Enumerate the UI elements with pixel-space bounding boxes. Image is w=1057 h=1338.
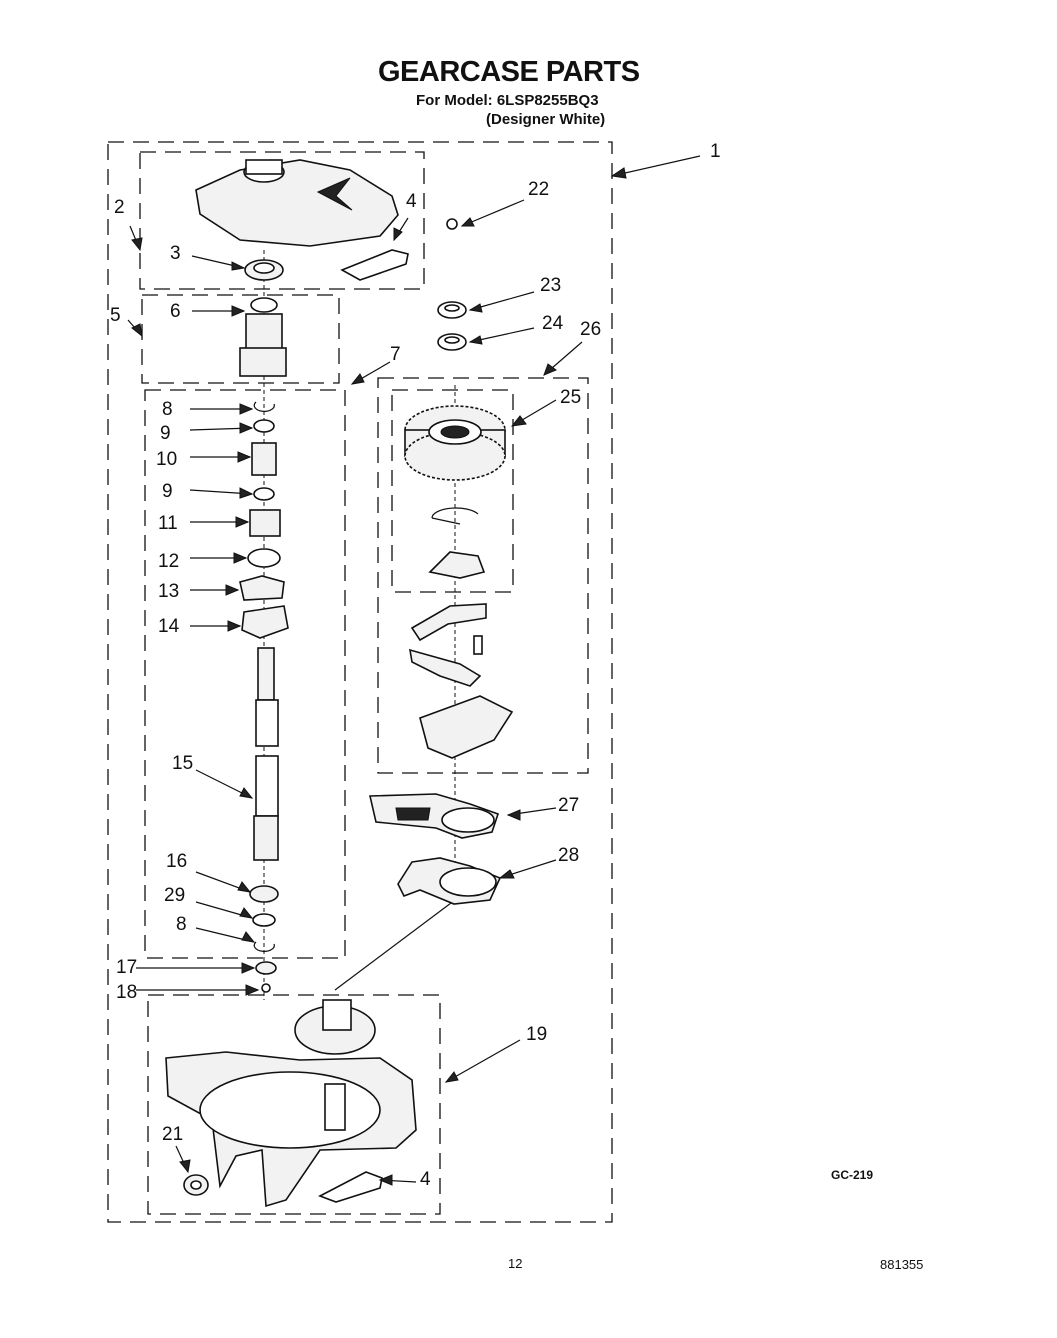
callout-7: 7: [390, 344, 401, 365]
box-shaft-group: [144, 389, 346, 959]
ring-8-bottom: [253, 941, 275, 952]
box-pinion-group: [141, 294, 340, 384]
ring-12: [247, 548, 281, 568]
clutch-spring-lower: [428, 551, 486, 579]
callout-10: 10: [156, 449, 178, 470]
callout-2: 2: [114, 197, 125, 218]
callout-6: 6: [170, 301, 181, 322]
callout-29: 29: [164, 885, 186, 906]
box-gearcase-housing: [147, 994, 441, 1215]
callout-27: 27: [558, 795, 580, 816]
gear-11: [249, 509, 281, 537]
callout-16: 16: [166, 851, 188, 872]
box-clutch-group: [377, 377, 589, 774]
callout-9-mid: 9: [162, 481, 173, 502]
callout-13: 13: [158, 581, 180, 602]
base-plate: [419, 695, 514, 759]
page-title: GEARCASE PARTS: [378, 56, 640, 88]
model-line: For Model: 6LSP8255BQ3: [416, 92, 599, 109]
washer-9-mid: [253, 487, 275, 501]
leader-arrowheads: [131, 167, 627, 1186]
actuator-27: [369, 793, 500, 839]
washer-29: [252, 913, 276, 927]
callout-3: 3: [170, 243, 181, 264]
cam-14: [241, 605, 289, 639]
callout-22: 22: [528, 179, 550, 200]
seal-tube: [340, 249, 409, 281]
callout-8-bottom: 8: [176, 914, 187, 935]
gearcase-cover: [195, 159, 399, 247]
callout-17: 17: [116, 957, 138, 978]
seal-tube-lower: [318, 1171, 383, 1203]
variant-line: (Designer White): [486, 111, 606, 128]
callout-26: 26: [580, 319, 602, 340]
screw-22: [446, 218, 458, 230]
washer-9-top: [253, 419, 275, 433]
agitate-shaft-15: [253, 647, 279, 861]
bearing-16: [249, 885, 279, 903]
drive-gear-25: [404, 405, 506, 481]
callout-9-top: 9: [160, 423, 171, 444]
box-cover-group: [139, 151, 425, 290]
callout-19: 19: [526, 1024, 548, 1045]
gearcase-housing-19: [165, 999, 417, 1208]
clutch-spring-upper: [431, 507, 479, 525]
box-gearcase-assembly: [107, 141, 613, 1223]
callout-18: 18: [116, 982, 138, 1003]
shift-lever: [409, 648, 482, 687]
callout-14: 14: [158, 616, 180, 637]
callout-15: 15: [172, 753, 194, 774]
callout-8-top: 8: [162, 399, 173, 420]
callout-4-bottom: 4: [420, 1169, 431, 1190]
callout-12: 12: [158, 551, 180, 572]
cam-13: [239, 575, 285, 601]
callout-11: 11: [158, 513, 178, 534]
shift-arm: [410, 603, 487, 642]
box-gear-group: [391, 389, 514, 593]
ball-18: [261, 983, 271, 993]
leader-lines: [127, 155, 701, 1183]
callout-1: 1: [710, 141, 721, 162]
pin: [473, 635, 483, 655]
callout-24: 24: [542, 313, 564, 334]
callout-23: 23: [540, 275, 562, 296]
callout-25: 25: [560, 387, 582, 408]
callout-4-top: 4: [406, 191, 417, 212]
diagram-code: GC-219: [831, 1168, 874, 1182]
page-number: 12: [508, 1256, 523, 1271]
document-number: 881355: [880, 1257, 924, 1272]
ring-8-top: [253, 401, 275, 412]
callout-28: 28: [558, 845, 580, 866]
seal-17: [255, 961, 277, 975]
fork-28: [397, 857, 502, 905]
callout-5: 5: [110, 305, 121, 326]
callout-21: 21: [162, 1124, 184, 1145]
spring-10: [251, 442, 277, 476]
pinion-6: [239, 297, 287, 377]
